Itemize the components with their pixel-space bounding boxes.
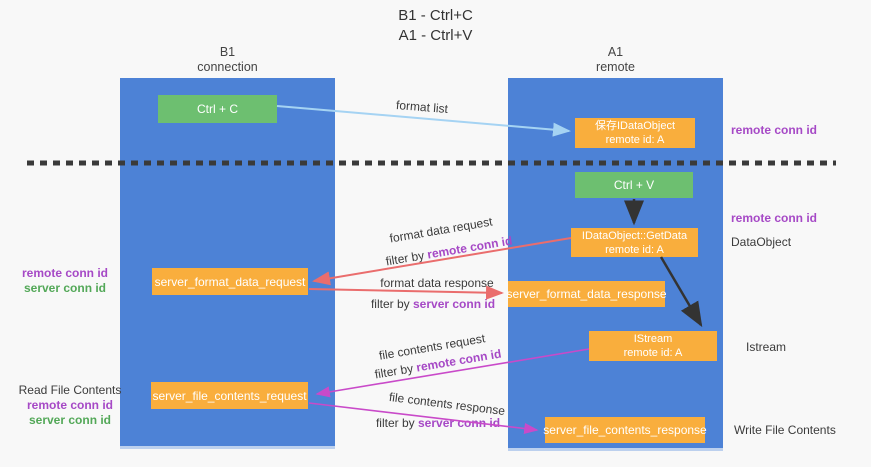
server-file-contents-response-box: server_file_contents_response: [543, 417, 707, 443]
filter-by-server-conn-id-label-1: filter by server conn id: [371, 297, 495, 311]
left-mid-conn-ids: remote conn id server conn id: [5, 266, 125, 296]
lane-b1-name: B1: [219, 45, 236, 59]
lane-a1-role: remote: [596, 60, 635, 74]
remote-conn-id-left-bottom: remote conn id: [26, 398, 113, 412]
ctrl-v-box: Ctrl + V: [575, 172, 693, 198]
left-bottom-labels: Read File Contents remote conn id server…: [10, 383, 130, 428]
server-file-contents-response-label: server_file_contents_response: [543, 423, 707, 437]
filter-by-server-conn-id-label-2: filter by server conn id: [376, 416, 500, 430]
server-conn-id-text: server conn id: [413, 297, 496, 311]
ctrl-c-label: Ctrl + C: [196, 102, 238, 116]
istream-box: IStream remote id: A: [589, 331, 717, 361]
save-dataobject-line1: 保存IDataObject: [594, 120, 676, 132]
page-title: B1 - Ctrl+C A1 - Ctrl+V: [0, 6, 871, 46]
server-format-data-request-label: server_format_data_request: [154, 274, 306, 289]
format-list-label: format list: [395, 97, 449, 117]
save-dataobject-box: 保存IDataObject remote id: A: [575, 118, 695, 148]
title-line-b1: B1 - Ctrl+C: [398, 7, 473, 24]
lane-header-b1: B1 connection: [120, 45, 335, 75]
lane-b1-role: connection: [197, 60, 258, 74]
remote-conn-id-right-mid: remote conn id: [731, 211, 818, 225]
server-conn-id-left-bottom: server conn id: [28, 413, 112, 427]
server-format-data-response-box: server_format_data_response: [506, 281, 667, 307]
istream-line1: IStream: [633, 333, 673, 345]
remote-conn-id-left-mid: remote conn id: [21, 266, 108, 280]
filter-by-text: filter by: [373, 361, 415, 382]
filter-by-text: filter by: [375, 416, 415, 430]
remote-conn-id-text: remote conn id: [426, 233, 514, 262]
format-data-response-label: format data response: [380, 276, 494, 290]
write-file-contents-label: Write File Contents: [734, 423, 836, 437]
istream-side-label: Istream: [746, 340, 787, 354]
lane-a1-name: A1: [607, 45, 624, 59]
server-format-data-response-label: server_format_data_response: [506, 287, 667, 301]
filter-by-text: filter by: [384, 248, 426, 269]
file-contents-response-label: file contents response: [388, 389, 506, 419]
save-dataobject-line2: remote id: A: [605, 134, 665, 146]
filter-by-text: filter by: [370, 297, 410, 311]
server-file-contents-request-box: server_file_contents_request: [151, 382, 308, 409]
server-conn-id-text: server conn id: [418, 416, 501, 430]
dataobject-label: DataObject: [731, 235, 792, 249]
remote-conn-id-right-top: remote conn id: [731, 123, 818, 137]
lane-header-a1: A1 remote: [508, 45, 723, 75]
server-conn-id-left-mid: server conn id: [23, 281, 107, 295]
title-line-a1: A1 - Ctrl+V: [398, 27, 473, 44]
ctrl-c-box: Ctrl + C: [158, 95, 277, 123]
getdata-line1: IDataObject::GetData: [581, 229, 688, 242]
istream-line2: remote id: A: [623, 347, 683, 359]
getdata-box: IDataObject::GetData remote id: A: [571, 228, 698, 257]
server-format-data-request-box: server_format_data_request: [152, 268, 308, 295]
getdata-line2: remote id: A: [605, 243, 664, 256]
read-file-contents-label: Read File Contents: [18, 383, 122, 397]
server-file-contents-request-label: server_file_contents_request: [152, 388, 307, 403]
ctrl-v-label: Ctrl + V: [613, 178, 655, 192]
